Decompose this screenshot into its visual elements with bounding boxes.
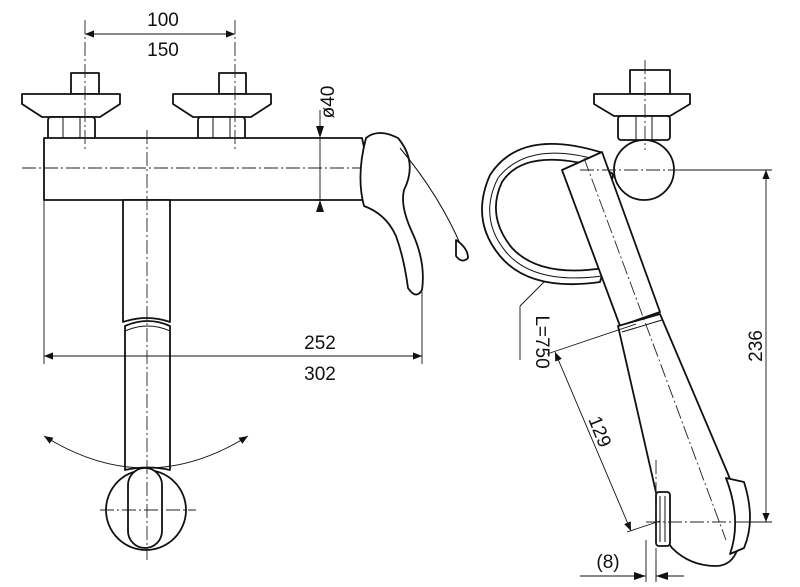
side-wall-connector	[593, 69, 691, 141]
shower-head-face	[655, 477, 751, 555]
hose	[481, 142, 605, 286]
hand-shower-upper	[561, 151, 661, 327]
left-wall-connector	[21, 72, 121, 141]
hand-shower-lower	[617, 313, 742, 567]
right-wall-connector	[172, 72, 272, 141]
dim-spacing-b: 150	[147, 40, 179, 61]
dimension-width: 252 302	[43, 200, 423, 385]
dim-spacing-a: 100	[147, 10, 179, 31]
mixer-body	[43, 137, 367, 201]
spout-outlet	[105, 467, 187, 551]
dimension-diameter: ø40	[316, 86, 339, 212]
dim-spout-length: 129	[583, 413, 614, 450]
lever-motion-guide	[399, 147, 463, 249]
dim-width-a: 252	[304, 333, 336, 354]
dim-height: 236	[746, 330, 767, 362]
dimension-top: 100 150	[85, 10, 235, 61]
dim-offset: (8)	[596, 552, 619, 573]
dimension-offset: (8)	[580, 540, 684, 582]
dim-body-diameter: ø40	[318, 86, 339, 119]
spout-lower	[124, 320, 171, 471]
lever-handle	[359, 132, 424, 296]
dimension-height: 236	[680, 169, 772, 523]
swivel-arrow	[43, 435, 249, 469]
dim-width-b: 302	[304, 364, 336, 385]
front-view: 100 150 ø40 252 302	[21, 10, 469, 560]
dimension-hose: L=750	[519, 281, 552, 369]
dim-hose-length: L=750	[531, 315, 552, 368]
spout-upper	[122, 199, 171, 323]
side-view: L=750 129 236 (8)	[481, 60, 772, 582]
